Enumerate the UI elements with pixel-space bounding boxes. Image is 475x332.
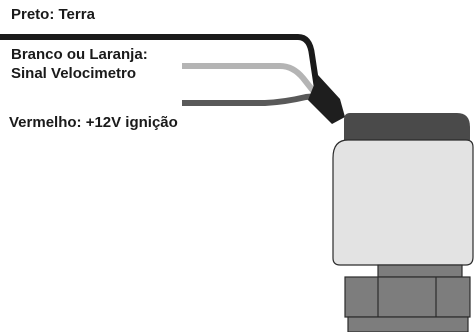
sensor-cap xyxy=(344,113,470,140)
black-wire-label: Preto: Terra xyxy=(11,6,95,23)
white-orange-wire-label-line2: Sinal Velocimetro xyxy=(11,65,137,82)
sensor-neck xyxy=(377,264,463,278)
cable-sleeve xyxy=(308,75,345,124)
red-wire xyxy=(182,93,319,106)
white-orange-wire-label: Branco ou Laranja: xyxy=(11,46,148,63)
sensor-body xyxy=(332,139,474,266)
red-wire-label: Vermelho: +12V ignição xyxy=(9,114,178,131)
white-orange-wire xyxy=(182,63,321,99)
base-ring xyxy=(347,316,469,332)
threaded-base xyxy=(344,276,471,318)
black-wire xyxy=(0,34,321,96)
